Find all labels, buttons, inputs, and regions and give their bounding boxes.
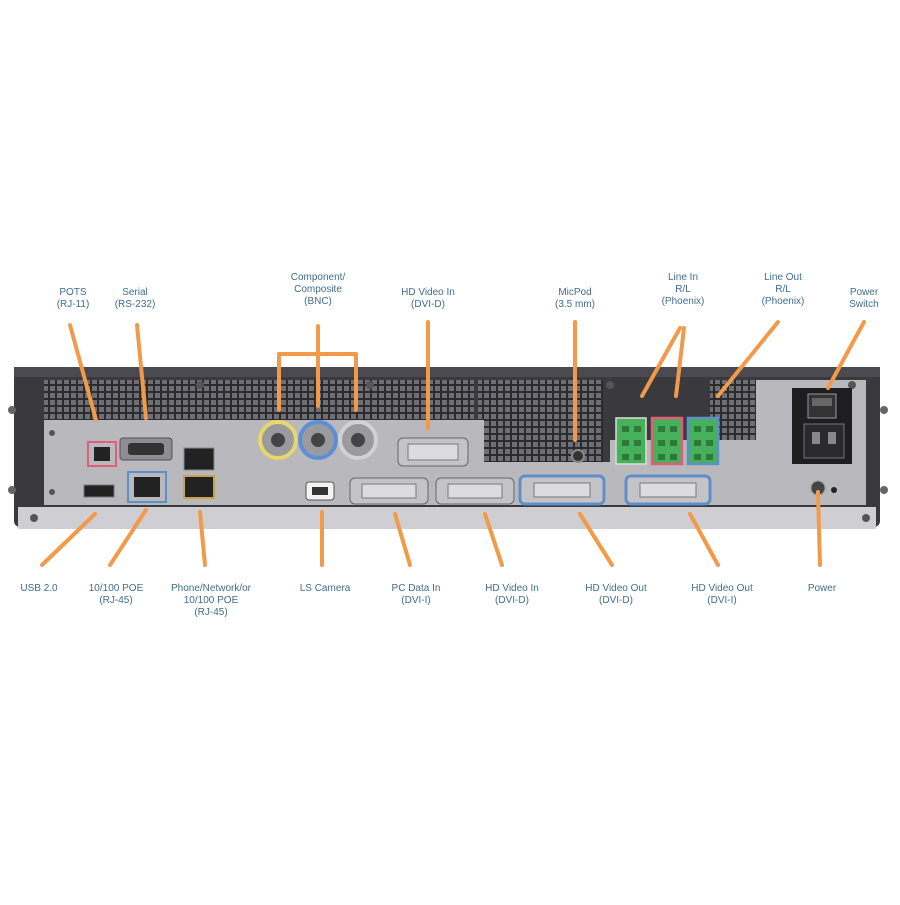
hd-video-out-dvi-i-port-inner <box>639 482 697 498</box>
label-hd-video-out-dvi-i: HD Video Out(DVI-I) <box>691 583 753 606</box>
screw <box>49 430 55 436</box>
label-hd-video-out-dvi-d: HD Video Out(DVI-D) <box>585 583 647 606</box>
screw <box>606 381 614 389</box>
screw <box>49 489 55 495</box>
line-in-right-phoenix <box>650 416 684 466</box>
chassis-top-edge <box>14 367 880 377</box>
screw <box>30 514 38 522</box>
label-component-composite: Component/Composite(BNC) <box>290 272 346 307</box>
phoenix-terminals <box>622 426 713 460</box>
phone-port-upper <box>183 447 215 471</box>
ls-camera-port-inner <box>312 487 328 495</box>
bnc-yellow-core <box>271 433 285 447</box>
bnc-gray-core <box>351 433 365 447</box>
power-led <box>831 487 837 493</box>
label-hd-video-in-bottom: HD Video In(DVI-D) <box>485 583 539 606</box>
screw <box>862 514 870 522</box>
power-switch-rocker-top <box>812 398 832 406</box>
rivet <box>8 486 16 494</box>
power-inlet-pin <box>812 432 820 444</box>
label-serial: Serial(RS-232) <box>114 287 156 310</box>
label-pc-data-in: PC Data In(DVI-I) <box>391 583 441 606</box>
label-hd-video-in-top: HD Video In(DVI-D) <box>401 287 455 310</box>
bottom-rail <box>18 507 876 529</box>
pots-port-outline <box>87 441 117 467</box>
label-ls-camera: LS Camera <box>299 583 351 594</box>
leader-lines <box>40 320 866 567</box>
power-inlet <box>803 423 845 459</box>
poe-port-outline <box>127 471 167 503</box>
phone-port-lower <box>183 475 215 499</box>
rivet <box>880 406 888 414</box>
poe-port <box>134 477 160 497</box>
usb-port <box>83 484 115 498</box>
pots-port <box>94 447 110 461</box>
hd-video-in-top-port-inner <box>407 443 459 461</box>
line-out-phoenix <box>686 416 720 466</box>
screw <box>196 381 204 389</box>
hd-video-in-bottom-port-inner <box>447 483 503 499</box>
pc-data-in-port-inner <box>361 483 417 499</box>
label-poe: 10/100 POE(RJ-45) <box>88 583 144 606</box>
micpod-jack <box>571 449 585 463</box>
label-micpod: MicPod(3.5 mm) <box>555 287 595 310</box>
vent-grille-center <box>478 380 603 465</box>
rivet <box>8 406 16 414</box>
label-power: Power <box>807 583 837 594</box>
screw <box>366 381 374 389</box>
power-inlet-pin <box>828 432 836 444</box>
label-pots: POTS(RJ-11) <box>56 287 90 310</box>
hd-video-out-dvi-d-port-inner <box>533 482 591 498</box>
rivet <box>880 486 888 494</box>
vent-grille-left <box>44 380 474 425</box>
line-in-left-phoenix <box>615 417 647 465</box>
serial-port-inner <box>128 443 164 455</box>
label-usb: USB 2.0 <box>20 583 58 594</box>
screw <box>848 381 856 389</box>
bnc-blue-core <box>311 433 325 447</box>
